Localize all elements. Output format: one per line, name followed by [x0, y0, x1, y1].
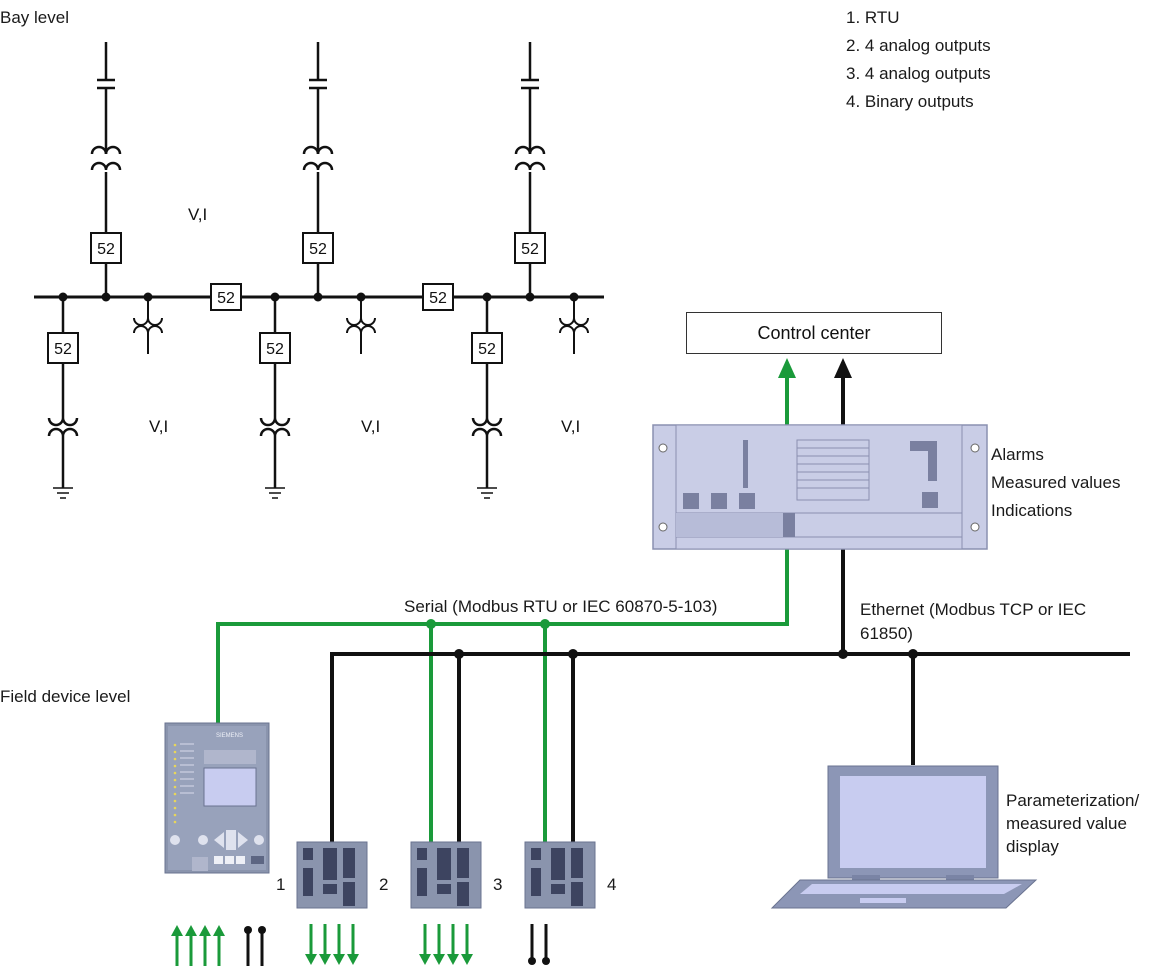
bus-junction-dots [58, 292, 579, 302]
vi-label: V,I [361, 417, 380, 436]
legend-item: 2. 4 analog outputs [846, 36, 991, 55]
circuit-breakers [47, 232, 546, 364]
relay-brand-text: SIEMENS [216, 733, 243, 739]
serial-bus-label: Serial (Modbus RTU or IEC 60870-5-103) [404, 597, 718, 616]
serial-junction-dots [426, 619, 550, 629]
ethernet-label-line-1: Ethernet (Modbus TCP or IEC [860, 600, 1087, 619]
rtu-output-measured-values: Measured values [991, 473, 1121, 492]
io-device-2 [296, 841, 368, 909]
legend: 1. RTU 2. 4 analog outputs 3. 4 analog o… [846, 4, 991, 116]
breaker-label: 52 [97, 241, 115, 258]
top-feeders [90, 42, 546, 297]
bus-voltage-transformers [133, 297, 589, 354]
breaker-label: 52 [266, 341, 284, 358]
legend-item: 4. Binary outputs [846, 92, 974, 111]
relay-binary-inputs [244, 926, 266, 966]
control-center-box: Control center [686, 312, 942, 354]
breaker-label: 52 [521, 241, 539, 258]
protection-relay-device [164, 722, 270, 874]
legend-item: 3. 4 analog outputs [846, 64, 991, 83]
vi-label: V,I [149, 417, 168, 436]
device-4-binary-outputs [528, 924, 550, 965]
green-arrow-head [778, 358, 796, 378]
bottom-feeders [47, 297, 503, 488]
laptop-label-line-2: measured value [1006, 814, 1127, 833]
breaker-label: 52 [429, 290, 447, 307]
rtu-panel [652, 424, 988, 550]
laptop-label-line-1: Parameterization/ [1006, 791, 1140, 810]
relay-input-arrows [171, 925, 225, 966]
device-number-4: 4 [607, 875, 617, 894]
breaker-label: 52 [217, 290, 235, 307]
field-device-level-heading: Field device level [0, 687, 131, 706]
rtu-output-alarms: Alarms [991, 445, 1044, 464]
rtu-output-indications: Indications [991, 501, 1073, 520]
serial-bus [216, 548, 789, 842]
ground-symbols [53, 487, 497, 499]
breaker-label: 52 [478, 341, 496, 358]
laptop-label-line-3: display [1006, 837, 1059, 856]
ethernet-label-line-2: 61850) [860, 624, 913, 643]
ethernet-bus [330, 548, 1130, 842]
vi-label: V,I [188, 205, 207, 224]
breaker-label: 52 [54, 341, 72, 358]
bay-level-heading: Bay level [0, 8, 69, 27]
circuit-breaker-labels: 52 52 52 52 52 52 52 52 [54, 241, 539, 358]
device-number-1: 1 [276, 875, 286, 894]
vi-label: V,I [561, 417, 580, 436]
io-device-3 [410, 841, 482, 909]
legend-item: 1. RTU [846, 8, 900, 27]
vi-labels: V,I V,I V,I V,I [149, 205, 580, 436]
black-arrow-head [834, 358, 852, 378]
device-number-3: 3 [493, 875, 503, 894]
ethernet-junction-dots [454, 649, 918, 659]
laptop [770, 765, 1038, 909]
rtu-output-list: Alarms Measured values Indications [991, 441, 1120, 525]
device-number-2: 2 [379, 875, 389, 894]
breaker-label: 52 [309, 241, 327, 258]
io-device-4 [524, 841, 596, 909]
device-3-output-arrows [419, 924, 473, 965]
device-2-output-arrows [305, 924, 359, 965]
